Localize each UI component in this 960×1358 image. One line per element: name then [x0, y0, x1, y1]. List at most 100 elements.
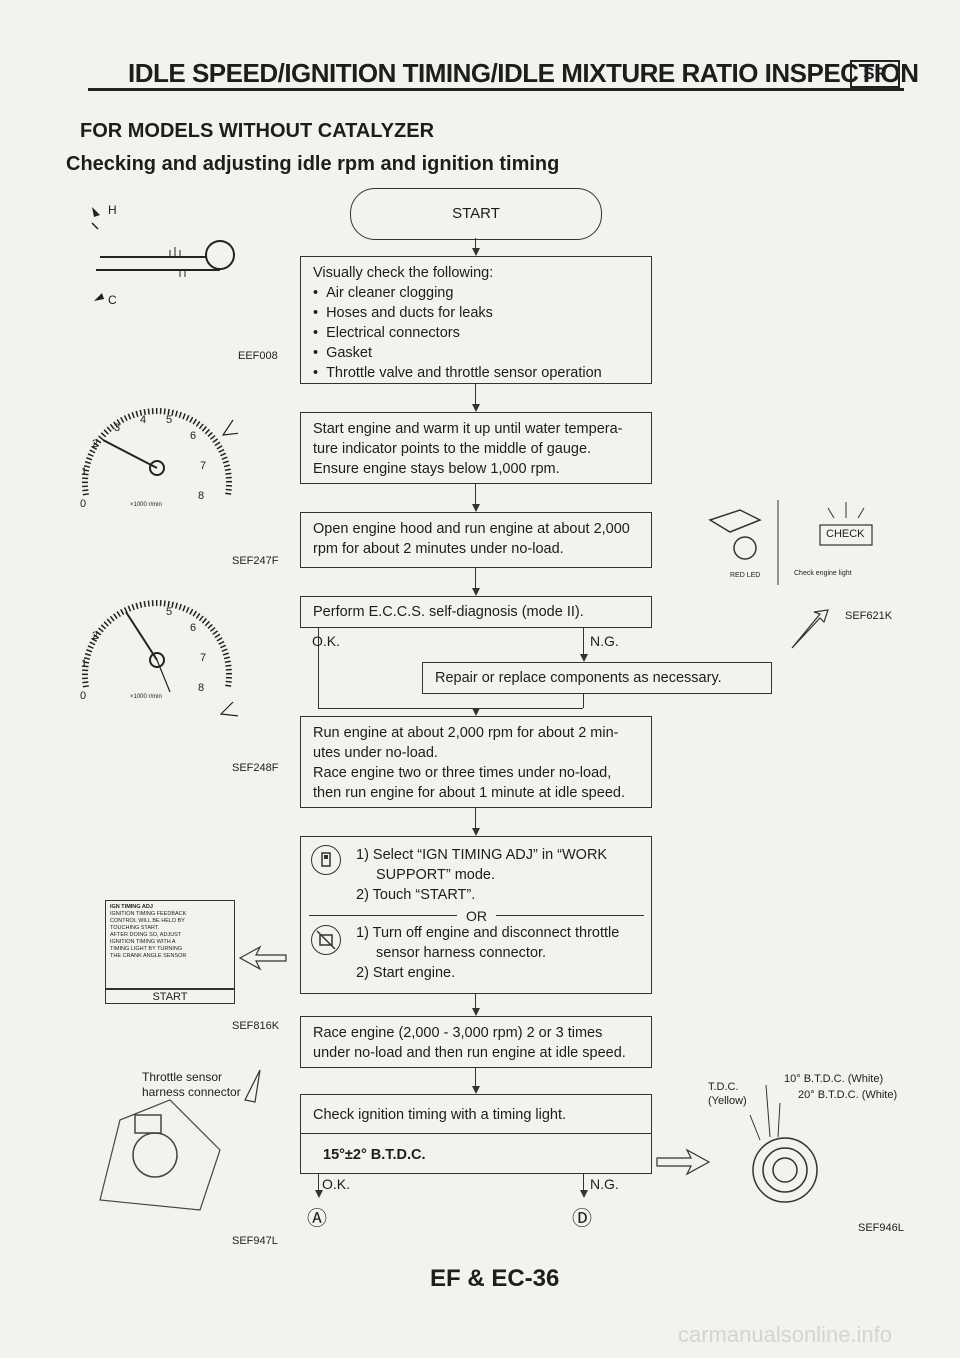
timing-ng: N.G. — [590, 1176, 619, 1192]
tach-unit: ×1000 r/min — [130, 502, 162, 508]
throttle-sensor-figure: Throttle sensor harness connector — [80, 1060, 280, 1220]
check-engine-light-label: Check engine light — [794, 570, 852, 577]
self-diag-ok: O.K. — [312, 633, 341, 649]
temperature-gauge-icon — [91, 207, 235, 301]
tachometer-2-figure: 0 1 2 5 6 7 8 ×1000 r/min — [78, 592, 240, 717]
screen-line: AFTER DOING SO, ADJUST — [110, 932, 182, 938]
throttle-sensor-label: harness connector — [142, 1085, 241, 1099]
tach-tick: 1 — [81, 658, 88, 670]
run-engine-line: utes under no-load. — [313, 745, 438, 761]
tach-tick: 2 — [92, 438, 99, 450]
repair-box: Repair or replace components as necessar… — [422, 662, 772, 694]
tach-tick: 4 — [140, 414, 147, 426]
gauge-h-label: H — [108, 203, 117, 217]
tach-tick: 0 — [80, 498, 87, 510]
section-title: FOR MODELS WITHOUT CATALYZER — [80, 120, 435, 142]
timing-ok: O.K. — [322, 1176, 351, 1192]
self-diag-box: Perform E.C.C.S. self-diagnosis (mode II… — [300, 596, 652, 628]
consult-icon — [311, 845, 341, 875]
no-consult-icon — [311, 925, 341, 955]
goto-d: Ⓓ — [572, 1208, 592, 1230]
visual-check-item: Throttle valve and throttle sensor opera… — [313, 363, 639, 383]
warm-up-line: ture indicator points to the middle of g… — [313, 441, 592, 457]
page-header-title: IDLE SPEED/IGNITION TIMING/IDLE MIXTURE … — [128, 58, 919, 88]
run-engine-line: Race engine two or three times under no-… — [313, 765, 612, 781]
check-timing-box: Check ignition timing with a timing ligh… — [300, 1094, 652, 1174]
race-engine-line: Race engine (2,000 - 3,000 rpm) 2 or 3 t… — [313, 1025, 603, 1041]
visual-check-item: Hoses and ducts for leaks — [313, 303, 639, 323]
pointer-arrow-icon — [791, 609, 829, 649]
run-engine-box: Run engine at about 2,000 rpm for about … — [300, 716, 652, 808]
tachometer-icon — [82, 408, 242, 496]
tach-tick: 5 — [166, 414, 173, 426]
race-engine-box: Race engine (2,000 - 3,000 rpm) 2 or 3 t… — [300, 1016, 652, 1068]
ecu-icon — [708, 500, 873, 585]
manual-step: 1) Turn off engine and disconnect thrott… — [356, 925, 620, 941]
self-diag-ng: N.G. — [590, 633, 619, 649]
figure-code-sef816k: SEF816K — [232, 1020, 280, 1032]
race-engine-line: under no-load and then run engine at idl… — [313, 1045, 626, 1061]
check-timing-text: Check ignition timing with a timing ligh… — [313, 1107, 567, 1123]
throttle-sensor-label: Throttle sensor — [142, 1070, 223, 1084]
screen-line: IGNITION TIMING FEEDBACK — [110, 911, 187, 917]
screen-line: IGNITION TIMING WITH A — [110, 939, 176, 945]
screen-line: TIMING LIGHT BY TURNING — [110, 946, 183, 952]
figure-code-sef946l: SEF946L — [858, 1222, 904, 1234]
manual-step: sensor harness connector. — [376, 945, 547, 961]
warm-up-line: Start engine and warm it up until water … — [313, 421, 623, 437]
arrow-right-icon — [656, 1148, 711, 1176]
manual-step: 2) Start engine. — [356, 965, 456, 981]
watermark: carmanualsonline.info — [678, 1322, 893, 1347]
tach-tick: 1 — [81, 466, 88, 478]
tdc-label: T.D.C. — [708, 1081, 739, 1093]
or-separator: OR — [466, 908, 487, 924]
timing-spec: 15°±2° B.T.D.C. — [323, 1147, 426, 1163]
tach-tick: 6 — [190, 430, 197, 442]
arrow-left-icon — [238, 945, 287, 971]
red-led-label: RED LED — [730, 572, 761, 579]
btdc20-label: 20° B.T.D.C. (White) — [798, 1089, 898, 1101]
run-engine-line: then run engine for about 1 minute at id… — [313, 785, 625, 801]
tach-tick: 3 — [114, 422, 121, 434]
consult-screen: IGN TIMING ADJ IGNITION TIMING FEEDBACK … — [105, 900, 235, 990]
warm-up-line: Ensure engine stays below 1,000 rpm. — [313, 461, 560, 477]
flow-start: START — [350, 188, 602, 240]
tach-tick: 5 — [166, 606, 173, 618]
tach-tick: 8 — [198, 682, 205, 694]
timing-mark-figure: T.D.C. (Yellow) 10° B.T.D.C. (White) 20°… — [700, 1073, 910, 1205]
figure-code-sef621k: SEF621K — [845, 610, 893, 622]
tach-tick: 2 — [92, 630, 99, 642]
temperature-gauge-figure: H C — [80, 195, 260, 335]
tach-tick: 7 — [200, 652, 207, 664]
visual-check-box: Visually check the following: Air cleane… — [300, 256, 652, 384]
tachometer-icon — [82, 600, 240, 717]
sr-badge: SR — [850, 60, 900, 88]
consult-step: 1) Select “IGN TIMING ADJ” in “WORK — [356, 847, 608, 863]
self-diag-figure: RED LED CHECK Check engine light — [700, 490, 900, 600]
tach-tick: 6 — [190, 622, 197, 634]
tachometer-1-figure: 0 1 2 3 4 5 6 7 8 ×1000 r/min — [78, 400, 242, 525]
consult-step: 2) Touch “START”. — [356, 887, 476, 903]
goto-a: Ⓐ — [307, 1208, 327, 1230]
visual-check-item: Air cleaner clogging — [313, 283, 639, 303]
btdc10-label: 10° B.T.D.C. (White) — [784, 1073, 884, 1085]
tach-tick: 7 — [200, 460, 207, 472]
open-hood-line: rpm for about 2 minutes under no-load. — [313, 541, 564, 557]
figure-code-sef947l: SEF947L — [232, 1235, 278, 1247]
subsection-title: Checking and adjusting idle rpm and igni… — [66, 153, 560, 175]
check-lamp-label: CHECK — [826, 528, 865, 540]
visual-check-item: Electrical connectors — [313, 323, 639, 343]
visual-check-title: Visually check the following: — [313, 265, 494, 281]
crank-pulley-icon — [749, 1084, 818, 1203]
run-engine-line: Run engine at about 2,000 rpm for about … — [313, 725, 619, 741]
open-hood-box: Open engine hood and run engine at about… — [300, 512, 652, 568]
tach-tick: 8 — [198, 490, 205, 502]
screen-line: IGN TIMING ADJ — [110, 904, 153, 910]
screen-line: CONTROL WILL BE HELD BY — [110, 918, 185, 924]
figure-code-sef248f: SEF248F — [232, 762, 279, 774]
consult-start-button: START — [105, 988, 235, 1004]
gauge-c-label: C — [108, 293, 117, 307]
tach-tick: 0 — [80, 690, 87, 702]
open-hood-line: Open engine hood and run engine at about… — [313, 521, 630, 537]
warm-up-box: Start engine and warm it up until water … — [300, 412, 652, 484]
